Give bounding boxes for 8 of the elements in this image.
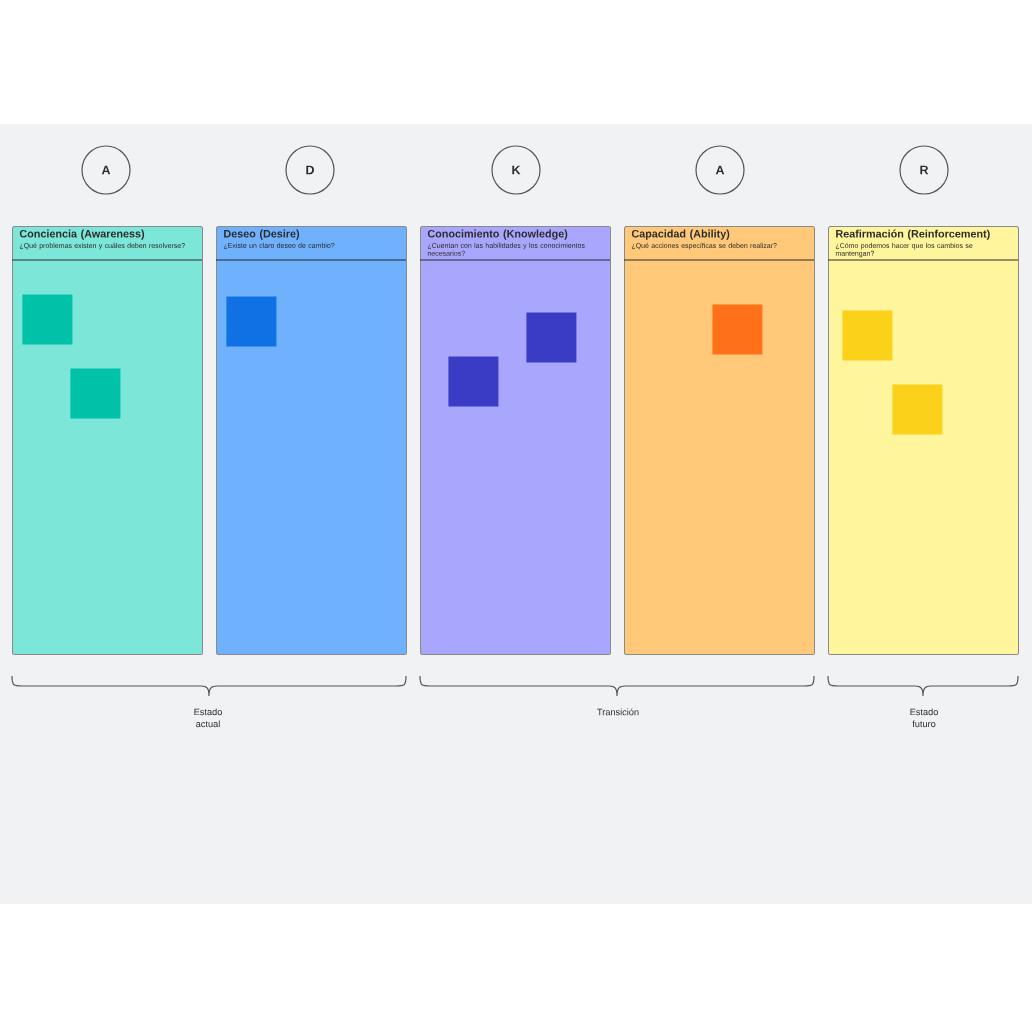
sticky-note <box>448 356 499 407</box>
sticky-note <box>22 294 73 345</box>
sticky-note <box>892 384 943 435</box>
sticky-note <box>226 296 277 347</box>
sticky-note <box>526 312 577 363</box>
sticky-note <box>842 310 893 361</box>
sticky-note <box>70 368 121 419</box>
sticky-note <box>712 304 763 355</box>
